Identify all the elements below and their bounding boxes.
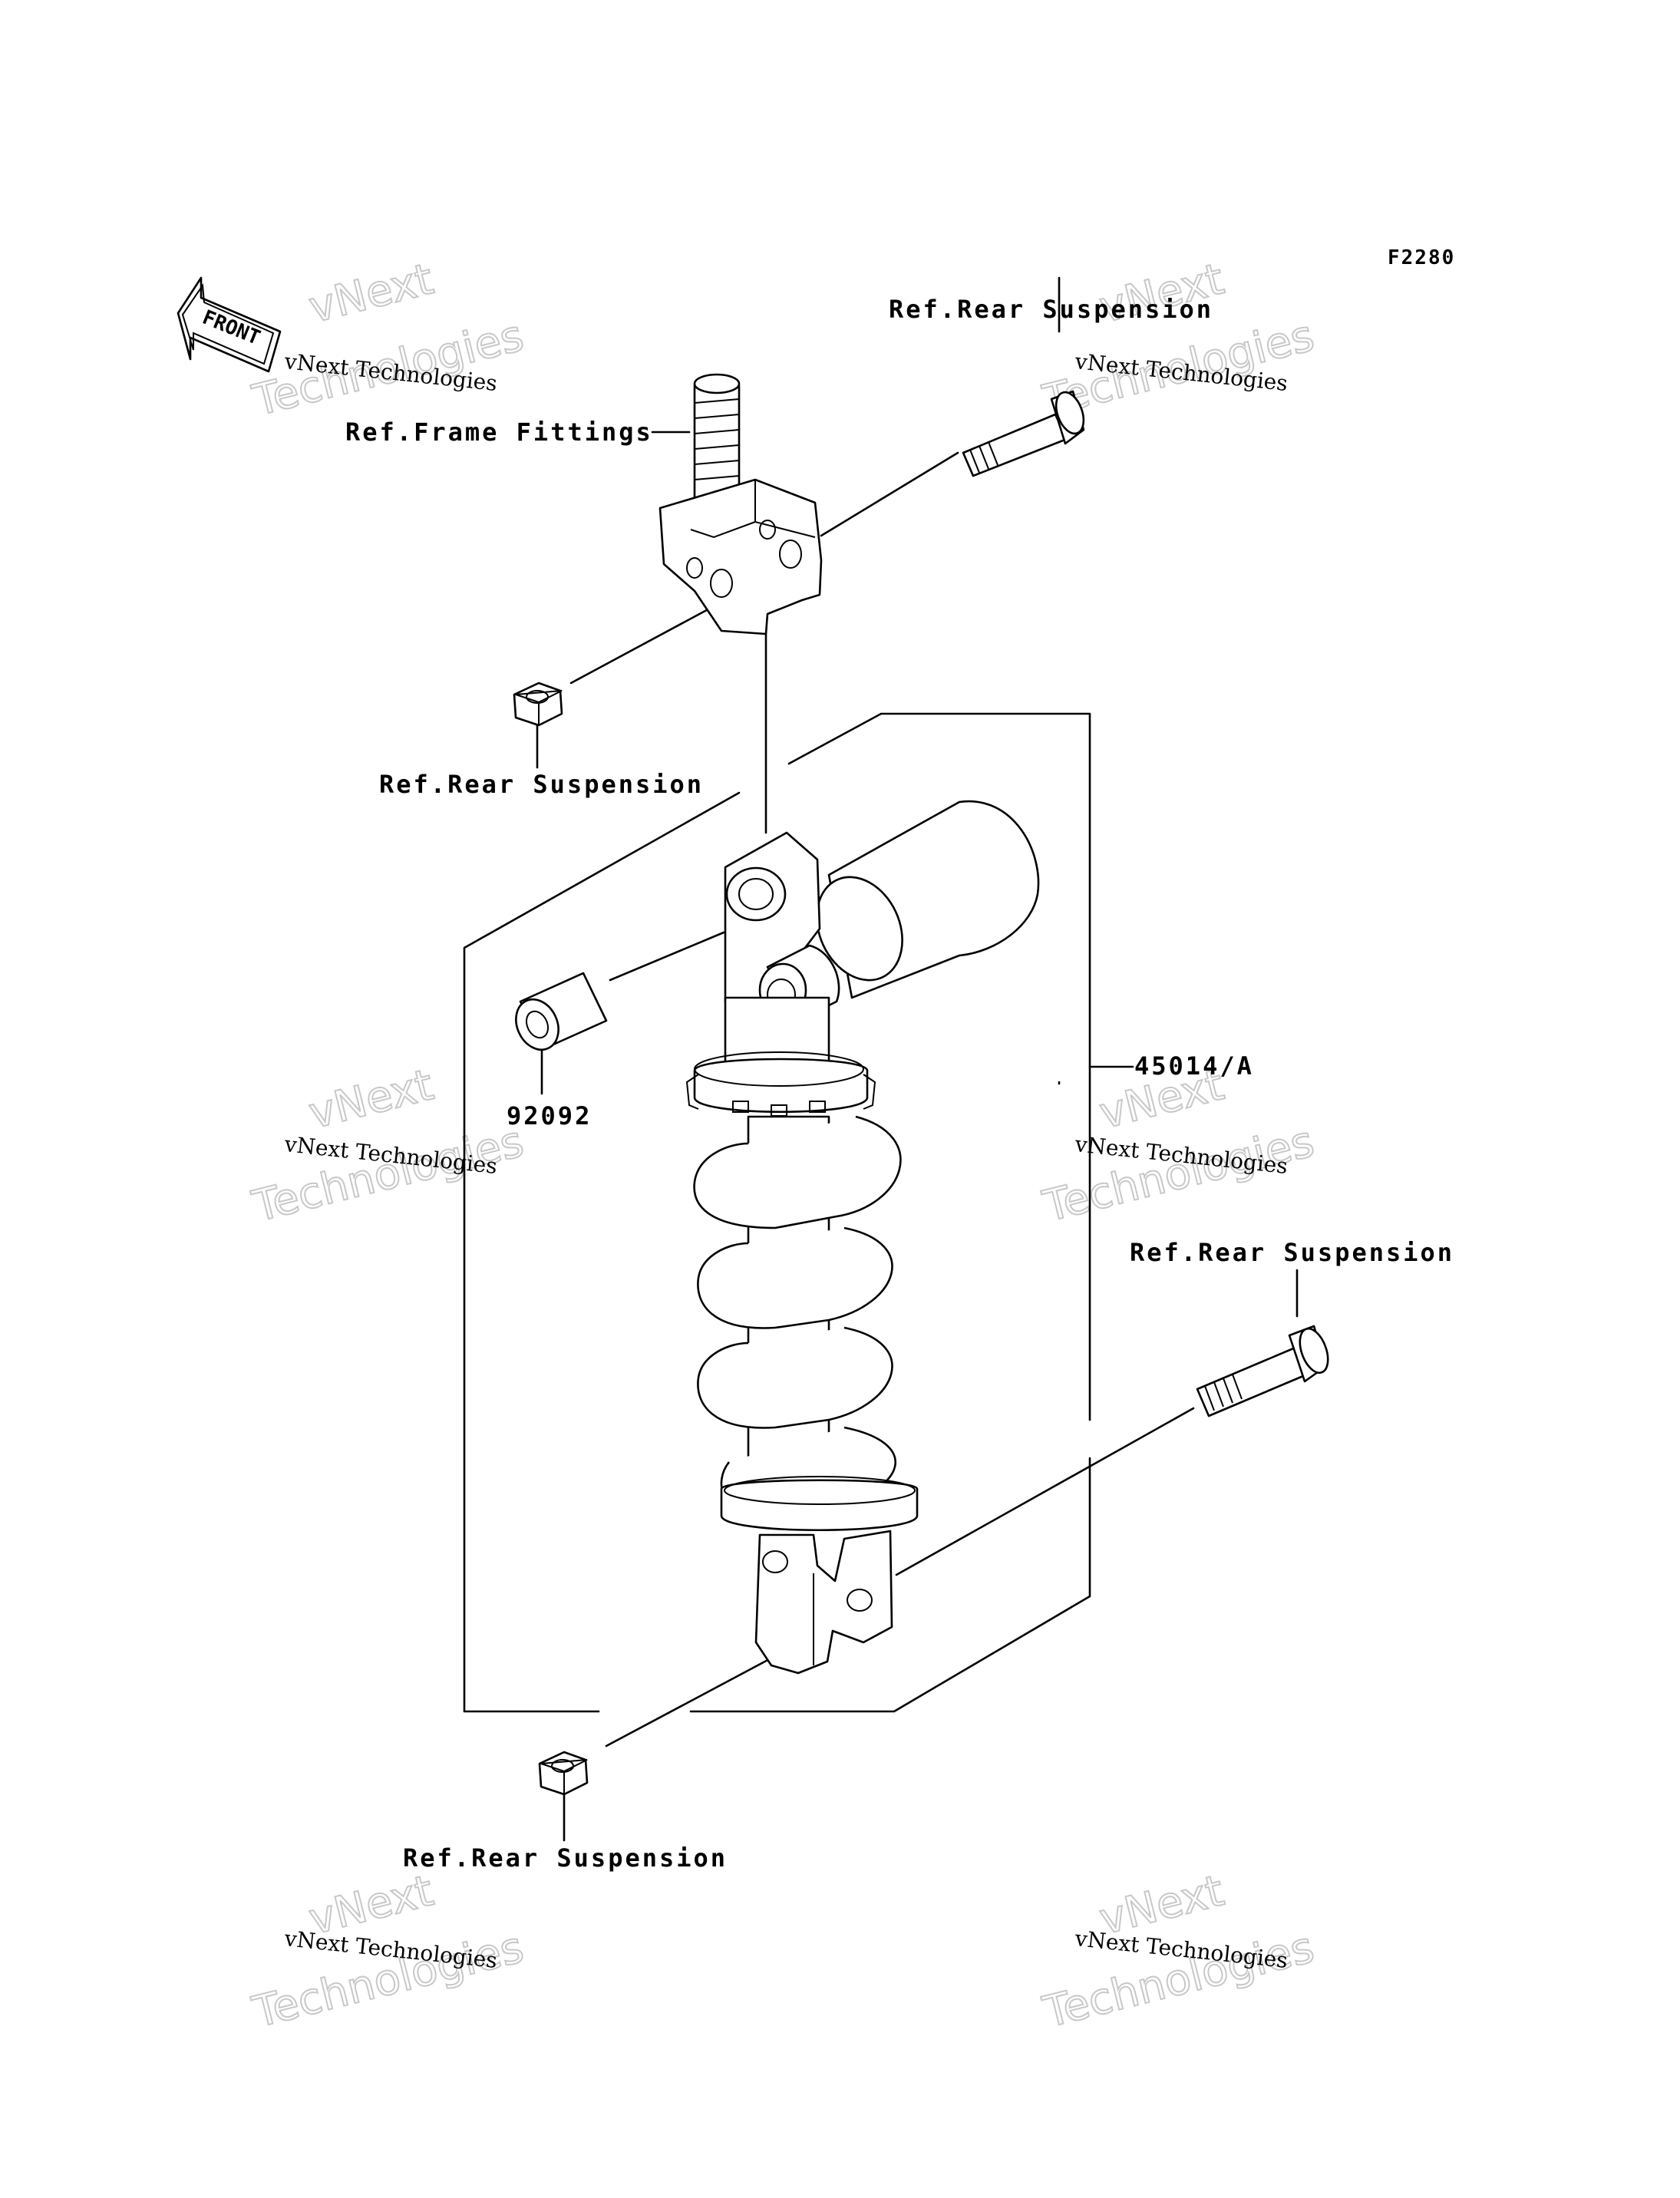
svg-text:vNext: vNext: [304, 254, 437, 333]
label-part-45014a: 45014/A: [1134, 1051, 1254, 1081]
frame-fitting: [658, 373, 823, 635]
collar-92092: [515, 972, 608, 1051]
label-ref-frame-fittings: Ref.Frame Fittings: [345, 417, 653, 447]
front-arrow-icon: FRONT: [177, 276, 282, 373]
label-part-92092: 92092: [507, 1101, 592, 1130]
label-ref-rear-suspension-mid: Ref.Rear Suspension: [379, 770, 704, 799]
label-ref-rear-suspension-top: Ref.Rear Suspension: [889, 295, 1213, 324]
lower-nut: [538, 1751, 589, 1796]
assembly-bracket: [463, 712, 1134, 1713]
svg-text:vNext: vNext: [304, 1060, 437, 1139]
label-ref-rear-suspension-bottom: Ref.Rear Suspension: [403, 1843, 728, 1873]
watermark: vNext Technologies: [247, 1059, 530, 1233]
figure-code: F2280: [1388, 246, 1455, 269]
label-ref-rear-suspension-right: Ref.Rear Suspension: [1130, 1238, 1454, 1267]
lower-bolt: [1196, 1325, 1329, 1417]
upper-bolt: [962, 390, 1085, 477]
shock-absorber: [685, 800, 1040, 1675]
upper-nut: [513, 682, 563, 727]
leader-lines: [536, 276, 1299, 1842]
